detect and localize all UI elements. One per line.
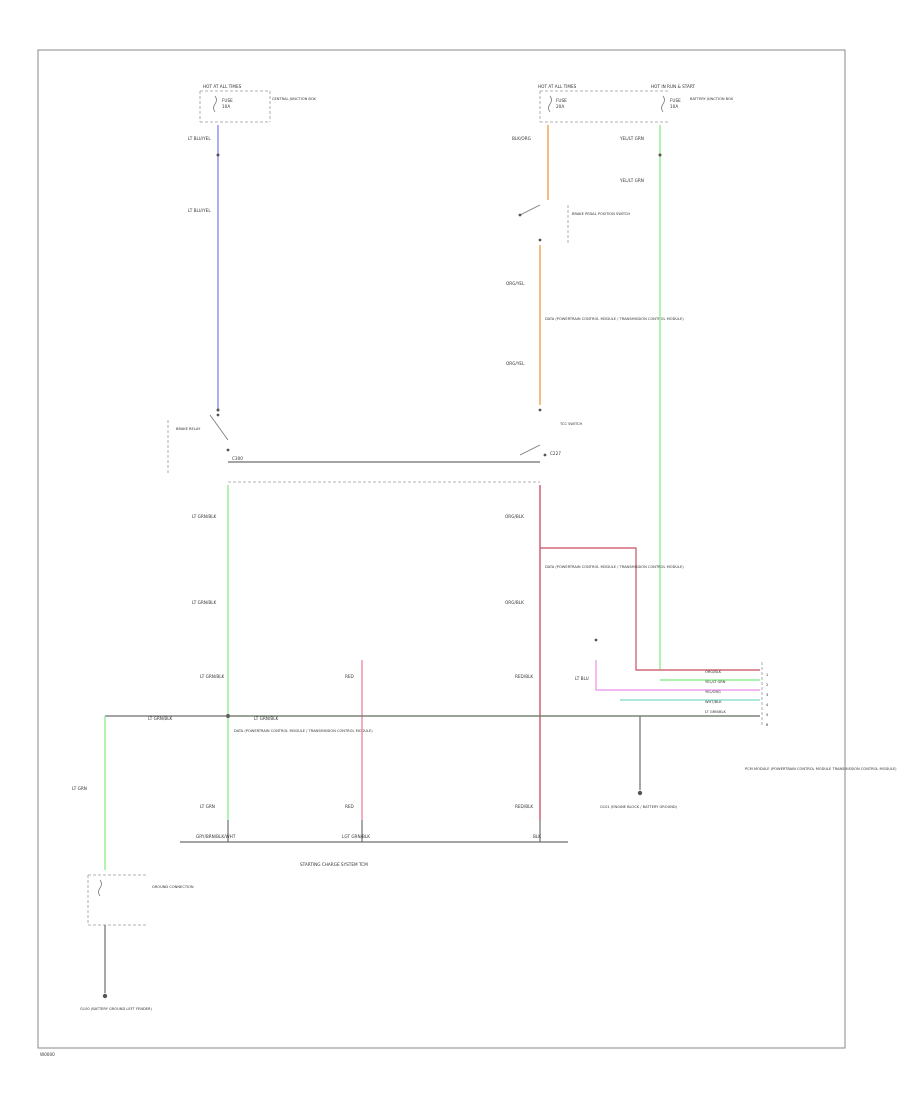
fuse-box-left-title: HOT AT ALL TIMES <box>203 84 242 89</box>
wire-green-right: YEL/LT GRN YEL/LT GRN <box>619 125 662 670</box>
wire-orange-top-label: BLK/ORG <box>512 136 531 141</box>
wire-red-right-mid-label: ORG/BLK <box>505 600 524 605</box>
brake-pedal-switch: BRAKE PEDAL POSITION SWITCH DATA (POWERT… <box>518 204 684 321</box>
pin-label-5: LT GRN/BLK <box>705 710 726 714</box>
wire-pink-label: RED <box>345 674 354 679</box>
wire-magenta-label: LT BLU <box>575 676 589 681</box>
wire-orange-low-label: ORG/YEL <box>506 361 525 366</box>
center-connector-label: C300 <box>232 456 243 461</box>
diagram-frame <box>37 49 846 1049</box>
wire-green-left-top-label: LT GRN/BLK <box>192 514 217 519</box>
tcc-switch-label: TCC SWITCH <box>559 422 583 426</box>
bottom-junction-label: GROUND CONNECTION <box>152 885 194 889</box>
wire-red-right-top-label: ORG/BLK <box>505 514 524 519</box>
pcm-module-label: PCM MODULE (POWERTRAIN CONTROL MODULE TR… <box>745 767 897 771</box>
wire-far-left: LT GRN GROUND CONNECTION G100 (BATTERY G… <box>72 716 194 1011</box>
wire-orange-mid-label: ORG/YEL <box>506 281 525 286</box>
wire-red-right: ORG/BLK ORG/BLK RED/BLK RED/BLK DATA (PO… <box>505 485 760 820</box>
wire-orange: BLK/ORG ORG/YEL ORG/YEL <box>506 125 549 405</box>
pin-label-1: ORG/BLK <box>705 670 722 674</box>
fuse-left-box-name: CENTRAL JUNCTION BOX <box>272 97 316 101</box>
wire-blue-top-label: LT BLU/YEL <box>188 136 211 141</box>
pin-label-2: YEL/LT GRN <box>705 680 726 684</box>
brake-switch-label: BRAKE PEDAL POSITION SWITCH <box>572 212 630 216</box>
relay-label: BRAKE RELAY <box>176 427 201 431</box>
wire-red-right-bot-label: RED/BLK <box>515 804 533 809</box>
fuse-right2-label: FUSE <box>670 98 681 103</box>
pin-label-3: YEL/ORG <box>705 690 721 694</box>
ground-bus-label-2: LGT GRN/BLK <box>342 834 370 839</box>
wire-blue: LT BLU/YEL LT BLU/YEL <box>188 125 220 412</box>
module-harness: LT GRN/BLK LT GRN/BLK ORG/BLK YEL/LT GRN… <box>105 670 760 721</box>
pcm-module: 1 2 3 4 5 6 PCM MODULE (POWERTRAIN CONTR… <box>745 662 897 771</box>
wire-green-left-mid-label: LT GRN/BLK <box>192 600 217 605</box>
pcm-pin-3: 3 <box>766 693 768 697</box>
pcm-pin-5: 5 <box>766 713 768 717</box>
wire-green-left: LT GRN/BLK LT GRN/BLK LT GRN/BLK LT GRN … <box>192 485 373 820</box>
pcm-pin-2: 2 <box>766 683 768 687</box>
wire-far-left-label: LT GRN <box>72 786 87 791</box>
module-note-right: DATA (POWERTRAIN CONTROL MODULE / TRANSM… <box>545 565 684 569</box>
module-note-left: DATA (POWERTRAIN CONTROL MODULE / TRANSM… <box>234 729 373 733</box>
wire-green-right-top-label: YEL/LT GRN <box>619 136 644 141</box>
bottom-caption: STARTING CHARGE SYSTEM TCM <box>300 862 368 867</box>
fuse-box-right: HOT AT ALL TIMES HOT IN RUN & START FUSE… <box>538 84 734 123</box>
fuse-right1-label: FUSE <box>556 98 567 103</box>
wire-pink: RED RED <box>345 660 363 820</box>
fuse-left-rating: 10A <box>222 104 230 109</box>
right-connector-label: C227 <box>550 451 561 456</box>
wire-green-left-low-label: LT GRN/BLK <box>200 674 225 679</box>
fuse-left-label: FUSE <box>222 98 233 103</box>
fuse-right2-rating: 10A <box>670 104 678 109</box>
fuse-right2-box-name: BATTERY JUNCTION BOX <box>690 97 734 101</box>
wire-horizontal-label-2: LT GRN/BLK <box>254 716 279 721</box>
ground-right-label: G101 (ENGINE BLOCK / BATTERY GROUND) <box>600 805 678 809</box>
ground-bus-label-1: GRY/BRN/BLK/WHT <box>196 834 236 839</box>
wire-green-right-mid-label: YEL/LT GRN <box>619 178 644 183</box>
wire-green-left-bot-label: LT GRN <box>200 804 215 809</box>
wire-pink-bot-label: RED <box>345 804 354 809</box>
wire-red-right-low-label: RED/BLK <box>515 674 533 679</box>
pcm-pin-1: 1 <box>766 673 768 677</box>
pin-label-4: WHT/BLK <box>705 700 722 704</box>
brake-relay: BRAKE RELAY C300 <box>167 413 243 475</box>
wire-horizontal-label: LT GRN/BLK <box>148 716 173 721</box>
pcm-pin-4: 4 <box>766 703 769 707</box>
ground-bus-label-3: BLK <box>533 834 541 839</box>
pcm-pin-6: 6 <box>766 723 769 727</box>
fuse-box-left: HOT AT ALL TIMES FUSE 10A CENTRAL JUNCTI… <box>199 84 316 123</box>
fuse-box-right-title-2: HOT IN RUN & START <box>651 84 695 89</box>
ground-bus: GRY/BRN/BLK/WHT LGT GRN/BLK BLK STARTING… <box>180 820 568 867</box>
wire-magenta: LT BLU <box>575 638 760 691</box>
fuse-right1-rating: 20A <box>556 104 564 109</box>
fuse-box-right-title-1: HOT AT ALL TIMES <box>538 84 577 89</box>
module-note-right-top: DATA (POWERTRAIN CONTROL MODULE / TRANSM… <box>545 317 684 321</box>
ground-right: G101 (ENGINE BLOCK / BATTERY GROUND) <box>600 716 678 809</box>
footer-code: W0000 <box>40 1052 55 1057</box>
wire-blue-mid-label: LT BLU/YEL <box>188 208 211 213</box>
tcc-switch: TCC SWITCH C227 <box>519 408 583 457</box>
ground-bottom-label: G100 (BATTERY GROUND LEFT FENDER) <box>80 1007 153 1011</box>
